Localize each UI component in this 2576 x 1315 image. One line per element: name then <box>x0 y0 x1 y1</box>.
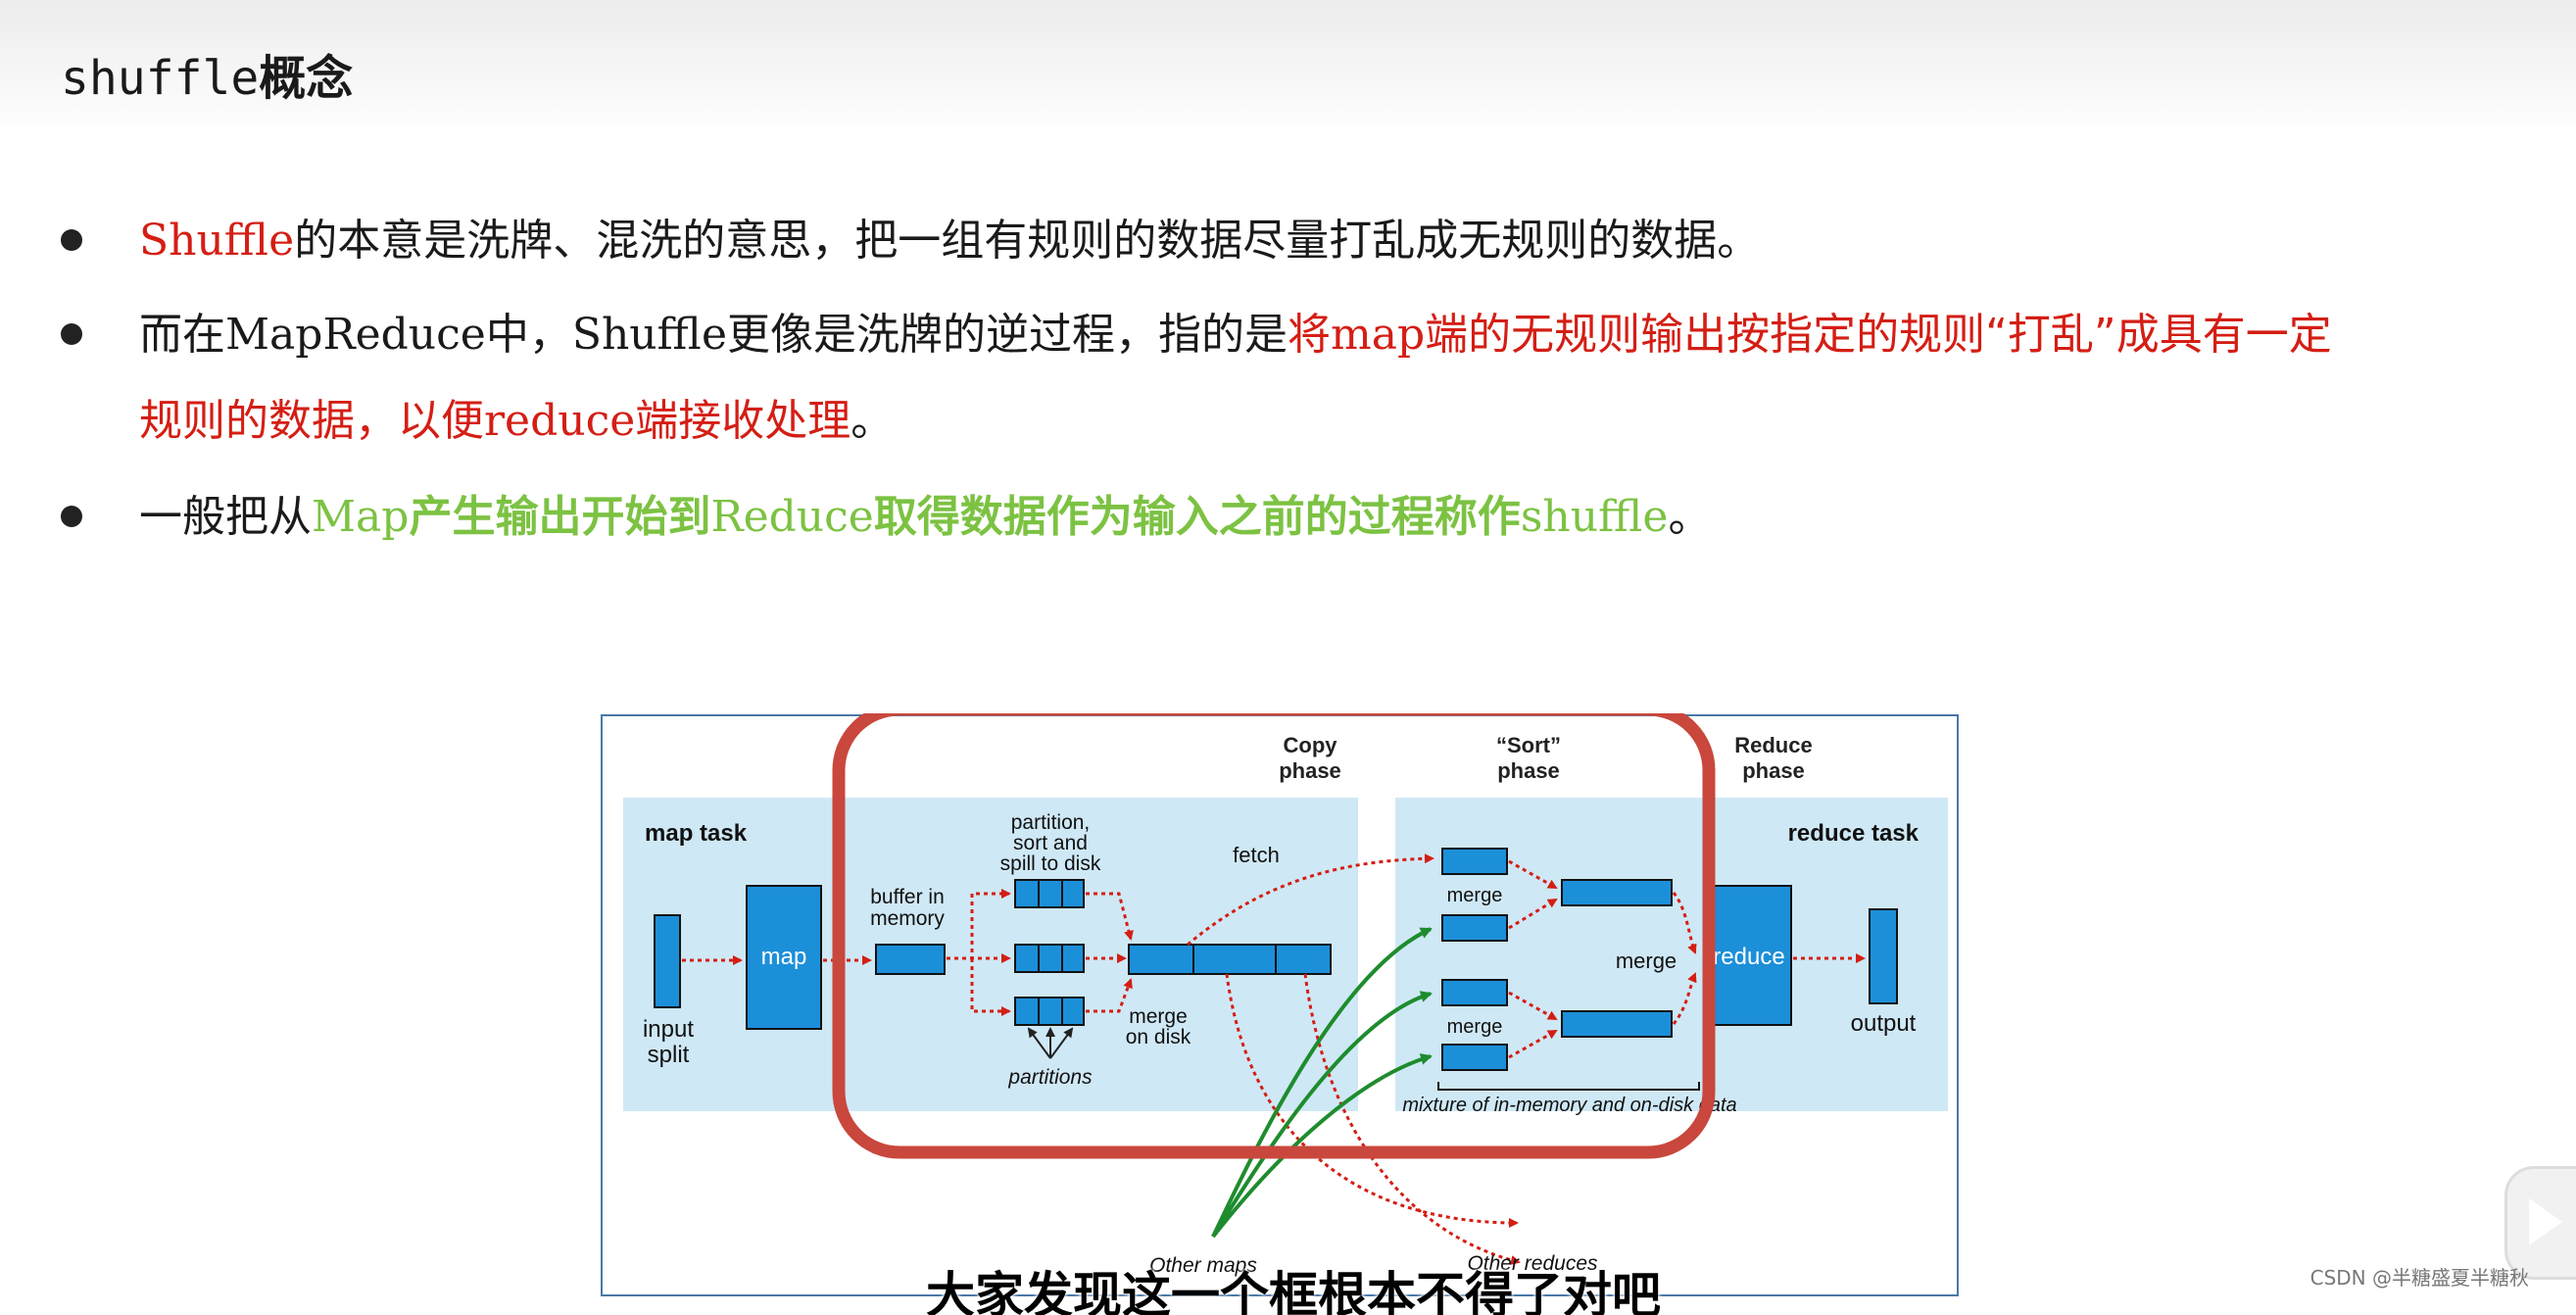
merge-label-3: merge <box>1616 949 1677 973</box>
output-box <box>1869 908 1898 1004</box>
top-band <box>0 0 2576 137</box>
bullet-dot <box>61 506 82 527</box>
bullet-3: 一般把从Map产生输出开始到Reduce取得数据作为输入之前的过程称作shuff… <box>61 474 2530 560</box>
watermark: CSDN @半糖盛夏半糖秋 <box>2309 1266 2529 1290</box>
video-subtitle: 大家发现这一个框根本不得了对吧 <box>926 1267 1661 1315</box>
other-maps-arrows <box>1211 927 1433 1239</box>
map-box <box>746 885 822 1030</box>
bullet-2: 而在MapReduce中，Shuffle更像是洗牌的逆过程，指的是将map端的无… <box>61 292 2530 464</box>
merge-arrows <box>1508 859 1697 1059</box>
other-reduces-label: Other reduces <box>1467 1252 1598 1275</box>
reduce-box <box>1706 885 1792 1026</box>
bullet-dot <box>61 229 82 251</box>
merge-label-2: merge <box>1447 1016 1503 1038</box>
fetch-label: fetch <box>1233 843 1280 867</box>
spill-boxes <box>1014 879 1085 1026</box>
merged-output-box <box>1128 944 1332 975</box>
partitions-label: partitions <box>1007 1066 1093 1089</box>
play-icon <box>2529 1198 2562 1245</box>
merge-label-1: merge <box>1447 885 1503 906</box>
reduce-task-label: reduce task <box>1788 820 1920 847</box>
page-title: shuffle概念 <box>61 51 354 106</box>
sort-phase-label: “Sort”phase <box>1496 733 1561 783</box>
partitions-arrows <box>1027 1027 1074 1059</box>
input-split-box <box>654 914 681 1008</box>
mixture-bracket <box>1437 1082 1700 1091</box>
map-task-label: map task <box>645 820 748 847</box>
bullet-1: Shuffle的本意是洗牌、混洗的意思，把一组有规则的数据尽量打乱成无规则的数据… <box>61 198 2530 284</box>
reduce-label: reduce <box>1713 944 1784 970</box>
output-label: output <box>1851 1010 1917 1037</box>
map-label: map <box>761 944 807 970</box>
buffer-box <box>875 944 946 975</box>
highlight-frame <box>832 713 1716 1159</box>
mixture-label: mixture of in-memory and on-disk data <box>1402 1095 1736 1116</box>
other-maps-label: Other maps <box>1149 1254 1257 1277</box>
play-button[interactable] <box>2504 1166 2576 1280</box>
spill-arrows <box>947 889 1134 1016</box>
bullet-dot <box>61 323 82 345</box>
sort-boxes <box>1441 848 1673 1071</box>
